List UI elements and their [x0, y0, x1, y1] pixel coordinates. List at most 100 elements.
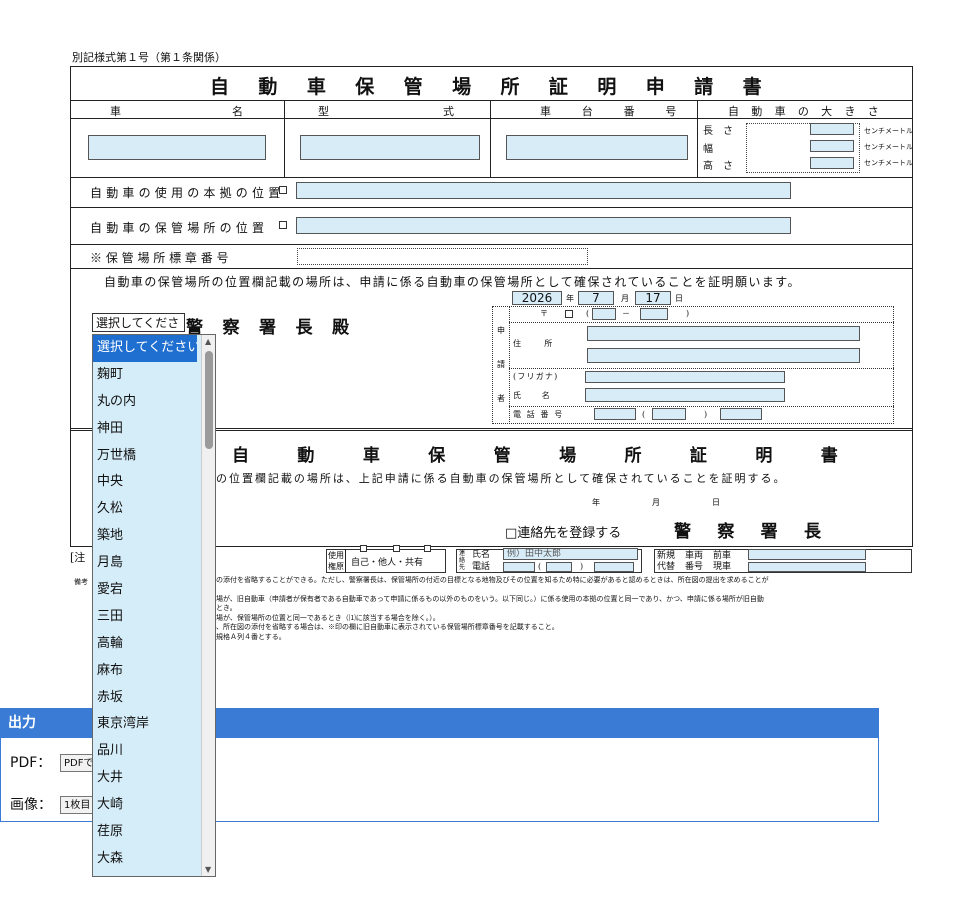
usage-location-checkbox[interactable] — [279, 186, 287, 194]
car-name-input[interactable] — [88, 135, 266, 160]
dropdown-option[interactable]: 万世橋 — [97, 447, 137, 463]
unit-length: センチメートル — [864, 127, 913, 135]
phone-input-3[interactable] — [720, 408, 762, 420]
unit-height: センチメートル — [864, 159, 913, 167]
postal-checkbox[interactable] — [565, 310, 573, 318]
day-label: 日 — [675, 294, 683, 303]
dropdown-scrollbar[interactable]: ▲ ▼ — [201, 335, 215, 876]
scroll-down-icon[interactable]: ▼ — [205, 865, 212, 874]
applicant-side-3: 者 — [497, 394, 505, 403]
police-addressee: 警 察 署 長 殿 — [186, 318, 356, 338]
use-shared-checkbox[interactable] — [424, 545, 431, 552]
chassis-input[interactable] — [506, 135, 688, 160]
contact-phone-paren-open: ( — [538, 562, 542, 571]
usage-location-input[interactable] — [296, 182, 791, 199]
height-label: 高 さ — [703, 161, 733, 172]
storage-location-checkbox[interactable] — [279, 221, 287, 229]
use-right-2: 権原 — [328, 562, 344, 571]
phone-paren-open: ( — [642, 410, 646, 419]
use-right-box — [326, 549, 446, 573]
postal-code-1[interactable] — [592, 308, 616, 320]
plate-label-2: 番号 — [685, 562, 704, 572]
contact-phone-label: 電話 — [472, 562, 491, 572]
notes-label: [注 — [70, 551, 86, 564]
dropdown-option[interactable]: 丸の内 — [97, 393, 137, 409]
prev-car-input[interactable] — [748, 549, 866, 560]
contact-phone-1[interactable] — [503, 562, 535, 572]
cert-year-label: 年 — [592, 498, 600, 507]
form-frame — [70, 66, 913, 547]
length-input[interactable] — [810, 123, 854, 135]
dropdown-option[interactable]: 荏原 — [97, 824, 124, 840]
image-label: 画像： — [10, 797, 52, 813]
header-car-name-2: 名 — [232, 105, 243, 118]
day-input[interactable]: 17 — [635, 291, 671, 305]
header-car-name-1: 車 — [110, 105, 121, 118]
use-other-checkbox[interactable] — [393, 545, 400, 552]
prev-car-label: 前車 — [713, 551, 732, 561]
dropdown-option[interactable]: 大井 — [97, 770, 124, 786]
police-chief-label: 警 察 署 長 — [674, 522, 832, 542]
dropdown-option[interactable]: 麹町 — [97, 366, 124, 382]
sticker-no-boxes[interactable] — [297, 248, 588, 265]
phone-paren-close: ) — [704, 410, 708, 419]
dropdown-option[interactable]: 大森 — [97, 850, 124, 866]
notes-text: の添付を省略することができる。ただし、警察署長は、保管場所の付近の目標となる地物… — [216, 576, 769, 641]
address-input-1[interactable] — [587, 326, 860, 341]
contact-phone-2[interactable] — [546, 562, 572, 572]
header-model-2: 式 — [443, 105, 454, 118]
postal-dash: － — [622, 309, 630, 318]
month-input[interactable]: 7 — [578, 291, 614, 305]
phone-label: 電 話 番 号 — [513, 410, 564, 419]
current-car-input[interactable] — [748, 562, 866, 572]
name-input[interactable] — [585, 388, 785, 402]
length-label: 長 さ — [703, 126, 733, 137]
year-input[interactable]: 2026 — [512, 291, 562, 305]
postal-code-2[interactable] — [640, 308, 668, 320]
form-title: 自 動 車 保 管 場 所 証 明 申 請 書 — [210, 76, 773, 98]
dropdown-option[interactable]: 中央 — [97, 474, 124, 490]
dropdown-option[interactable]: 大崎 — [97, 797, 124, 813]
use-options-text: 自己・他人・共有 — [351, 558, 424, 568]
dropdown-option[interactable]: 三田 — [97, 608, 124, 624]
header-chassis: 車 台 番 号 — [540, 105, 687, 118]
register-contact-checkbox[interactable]: □連絡先を登録する — [505, 526, 622, 541]
dropdown-option[interactable]: 赤坂 — [97, 689, 124, 705]
unit-width: センチメートル — [864, 143, 913, 151]
dropdown-option[interactable]: 選択してください — [93, 335, 197, 362]
dropdown-option[interactable]: 築地 — [97, 528, 124, 544]
contact-name-input[interactable]: 例）田中太郎 — [503, 548, 638, 560]
name-label: 氏 名 — [513, 391, 552, 400]
image-output-button[interactable]: 1枚目 — [60, 796, 95, 814]
model-input[interactable] — [300, 135, 480, 160]
storage-location-input[interactable] — [296, 217, 791, 234]
cert-day-label: 日 — [712, 498, 720, 507]
scroll-up-icon[interactable]: ▲ — [205, 337, 212, 346]
replace-label: 代替 — [657, 562, 676, 572]
address-input-2[interactable] — [587, 348, 860, 363]
dropdown-option[interactable]: 高輪 — [97, 635, 124, 651]
dropdown-option[interactable]: 東京湾岸 — [97, 716, 150, 732]
phone-input-1[interactable] — [594, 408, 636, 420]
dropdown-option[interactable]: 久松 — [97, 501, 124, 517]
phone-input-2[interactable] — [652, 408, 686, 420]
dropdown-option[interactable]: 麻布 — [97, 662, 124, 678]
postal-paren-close: ) — [686, 309, 690, 318]
use-self-checkbox[interactable] — [360, 545, 367, 552]
certificate-text: の位置欄記載の場所は、上記申請に係る自動車の保管場所として確保されていることを証… — [216, 472, 787, 485]
dropdown-option[interactable]: 月島 — [97, 555, 124, 571]
furigana-input[interactable] — [585, 371, 785, 383]
month-label: 月 — [621, 294, 629, 303]
dropdown-option[interactable]: 神田 — [97, 420, 124, 436]
width-label: 幅 — [703, 144, 713, 155]
usage-location-label: 自動車の使用の本拠の位置 — [90, 186, 285, 200]
width-input[interactable] — [810, 140, 854, 152]
scroll-thumb[interactable] — [205, 351, 213, 449]
height-input[interactable] — [810, 157, 854, 169]
dropdown-option[interactable]: 品川 — [97, 743, 124, 759]
contact-phone-3[interactable] — [594, 562, 634, 572]
police-station-select[interactable]: 選択してくださ — [92, 313, 185, 332]
dropdown-option[interactable]: 愛宕 — [97, 582, 124, 598]
police-station-dropdown-list[interactable]: 選択してください麹町丸の内神田万世橋中央久松築地月島愛宕三田高輪麻布赤坂東京湾岸… — [92, 334, 216, 877]
address-label: 住 所 — [513, 339, 555, 348]
